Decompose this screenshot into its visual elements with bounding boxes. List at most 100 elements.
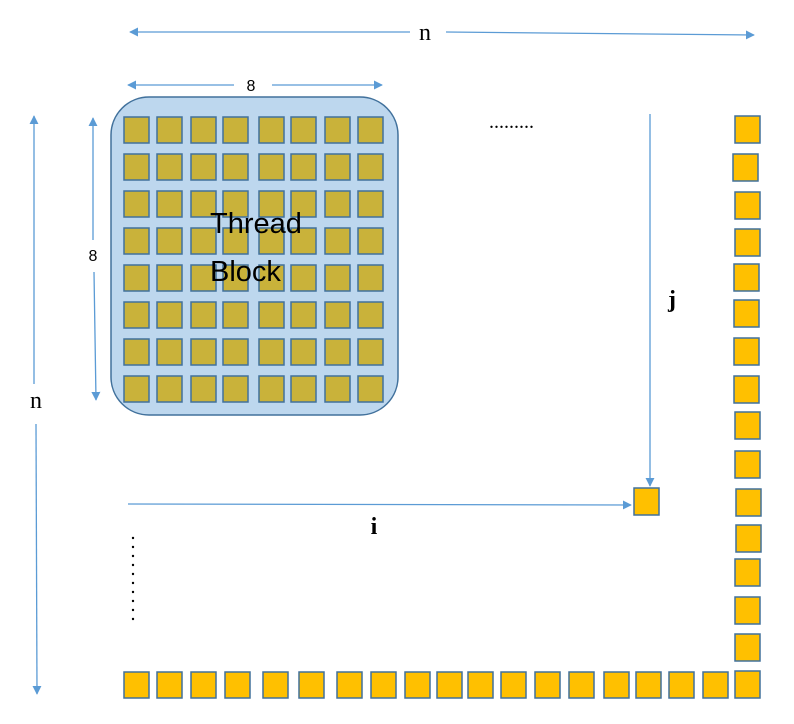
thread-cell	[123, 375, 150, 403]
bottom-row-cell	[500, 671, 527, 699]
thread-cell	[156, 190, 183, 218]
thread-cell	[190, 153, 217, 181]
thread-cell	[156, 116, 183, 144]
right-column-cell	[733, 375, 760, 404]
bottom-row-cells	[123, 671, 729, 699]
right-column-cell	[734, 411, 761, 440]
right-column-cell	[735, 524, 762, 553]
thread-cell	[156, 264, 183, 292]
vertical-ellipsis-dot	[131, 536, 135, 540]
thread-cell	[190, 338, 217, 366]
thread-cell	[357, 264, 384, 292]
thread-cell	[222, 190, 249, 218]
thread-cell	[156, 375, 183, 403]
thread-cell	[290, 264, 317, 292]
thread-cell	[258, 153, 285, 181]
thread-cell	[123, 264, 150, 292]
thread-cell	[290, 338, 317, 366]
thread-cell	[123, 153, 150, 181]
thread-cell	[324, 264, 351, 292]
thread-cell	[222, 338, 249, 366]
target-cell	[633, 487, 660, 516]
width-arrow	[129, 27, 755, 40]
bottom-row-cell	[534, 671, 561, 699]
i-arrow	[127, 500, 632, 510]
thread-cell	[156, 301, 183, 329]
thread-cell	[123, 116, 150, 144]
thread-cell	[357, 153, 384, 181]
vertical-ellipsis-dot	[131, 599, 135, 603]
thread-cell	[324, 338, 351, 366]
thread-cell	[190, 227, 217, 255]
thread-cell	[357, 301, 384, 329]
thread-cell	[357, 116, 384, 144]
vertical-ellipsis	[131, 536, 135, 621]
vertical-ellipsis-dot	[131, 554, 135, 558]
right-column-cell	[734, 115, 761, 144]
bottom-row-cell	[635, 671, 662, 699]
vertical-ellipsis-dot	[131, 572, 135, 576]
thread-cell	[156, 227, 183, 255]
thread-cell	[123, 227, 150, 255]
thread-cell	[324, 375, 351, 403]
thread-cell	[324, 301, 351, 329]
thread-cell	[258, 375, 285, 403]
thread-cell	[123, 301, 150, 329]
thread-cell	[156, 153, 183, 181]
vertical-ellipsis-dot	[131, 581, 135, 585]
thread-grid	[123, 116, 384, 403]
block-height-label: 8	[89, 248, 98, 265]
thread-cell	[190, 264, 217, 292]
height-label: n	[30, 388, 42, 414]
thread-cell	[190, 301, 217, 329]
thread-cell	[290, 375, 317, 403]
thread-cell	[258, 227, 285, 255]
bottom-row-cell	[156, 671, 183, 699]
block-label-line2: Block	[210, 256, 281, 288]
block-height-arrow	[88, 117, 101, 401]
block-width-label: 8	[247, 78, 256, 95]
right-column-cell	[734, 670, 761, 699]
thread-cell	[258, 338, 285, 366]
thread-cell	[357, 227, 384, 255]
bottom-row-cell	[404, 671, 431, 699]
thread-cell	[290, 301, 317, 329]
thread-cell	[222, 227, 249, 255]
right-column-cell	[733, 263, 760, 292]
right-column-cell	[733, 299, 760, 328]
thread-cell	[222, 264, 249, 292]
bottom-row-cell	[224, 671, 251, 699]
bottom-row-cell	[298, 671, 325, 699]
thread-cell	[222, 301, 249, 329]
right-column-cell	[734, 228, 761, 257]
height-arrow	[29, 115, 42, 695]
thread-cell	[222, 153, 249, 181]
horizontal-ellipsis: .........	[489, 111, 534, 133]
thread-cell	[123, 190, 150, 218]
right-column-cell	[734, 558, 761, 587]
thread-cell	[290, 227, 317, 255]
bottom-row-cell	[190, 671, 217, 699]
thread-cell	[290, 153, 317, 181]
thread-cell	[258, 116, 285, 144]
right-column-cells	[732, 115, 762, 699]
thread-cell	[190, 116, 217, 144]
thread-cell	[324, 153, 351, 181]
vertical-ellipsis-dot	[131, 545, 135, 549]
bottom-row-cell	[467, 671, 494, 699]
thread-cell	[258, 264, 285, 292]
thread-cell	[357, 338, 384, 366]
thread-cell	[324, 190, 351, 218]
bottom-row-cell	[568, 671, 595, 699]
bottom-row-cell	[123, 671, 150, 699]
width-label: n	[419, 20, 431, 46]
bottom-row-cell	[702, 671, 729, 699]
thread-cell	[190, 375, 217, 403]
block-label-line1: Thread	[210, 208, 302, 240]
thread-cell	[290, 116, 317, 144]
j-label: j	[667, 287, 676, 313]
thread-cell	[290, 190, 317, 218]
right-column-cell	[734, 633, 761, 662]
thread-cell	[324, 227, 351, 255]
